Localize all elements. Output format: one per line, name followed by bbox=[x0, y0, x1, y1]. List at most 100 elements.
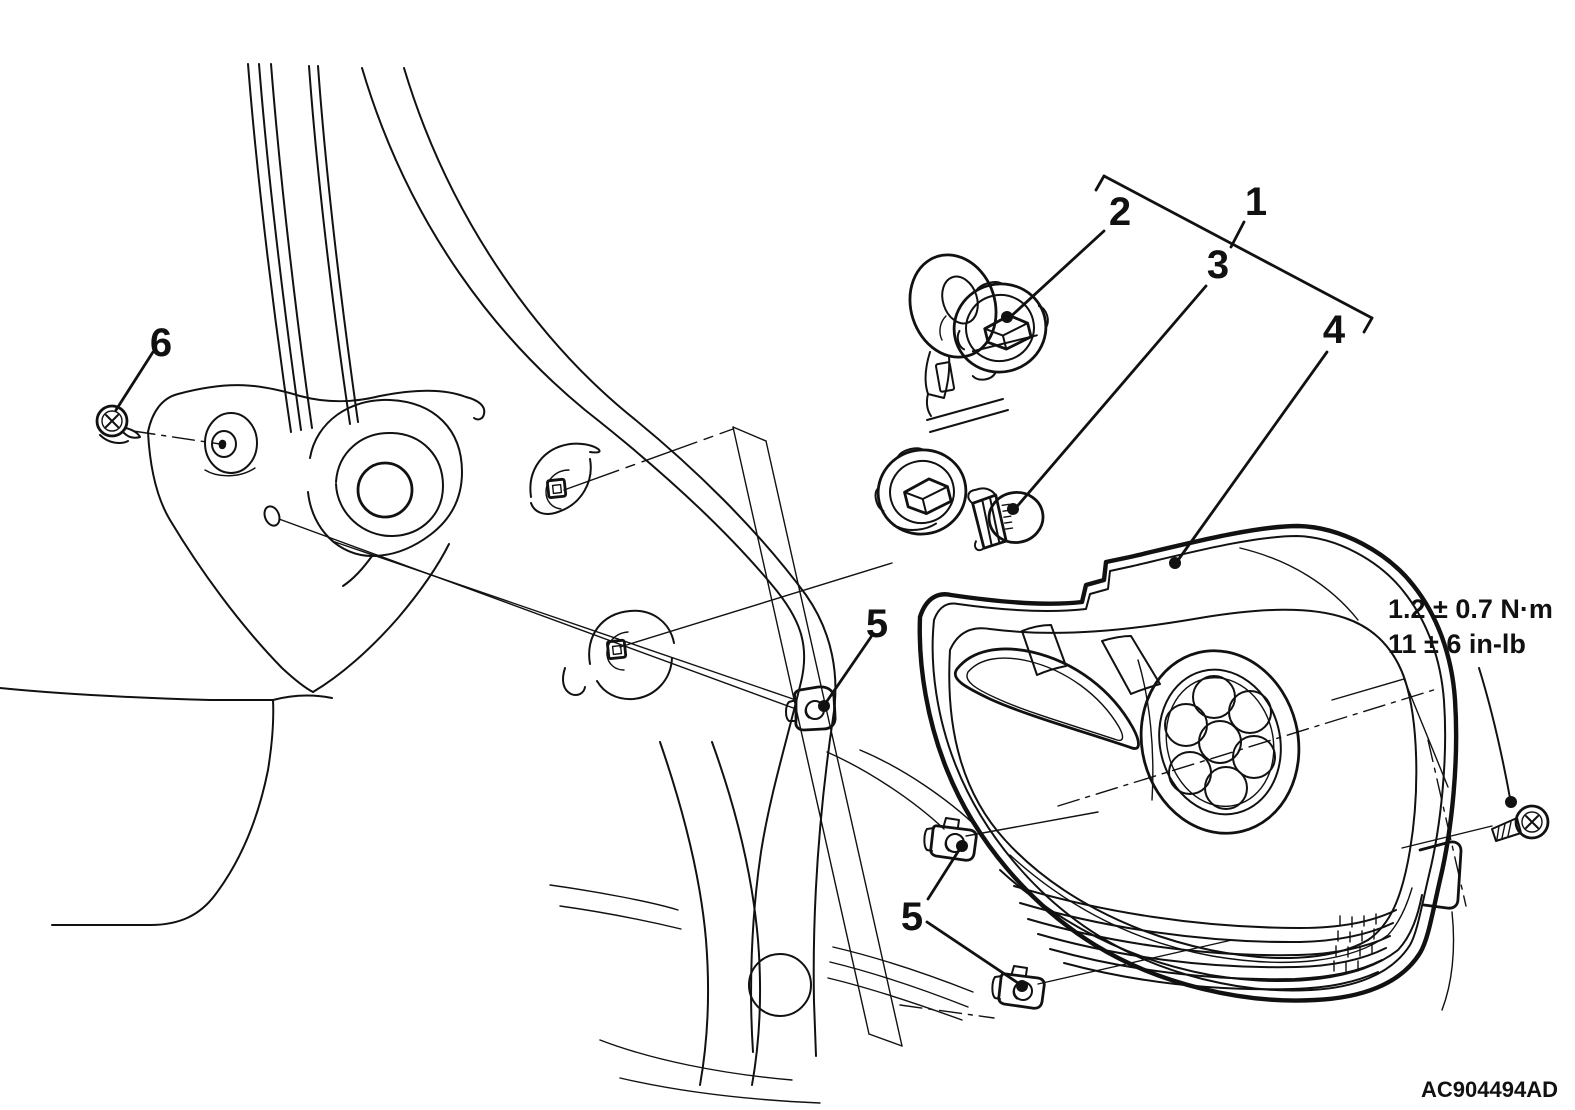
body-structure-drawing bbox=[0, 63, 979, 1104]
clip-flange bbox=[923, 827, 935, 852]
lamp-strap bbox=[1101, 635, 1161, 695]
callout-2-label: 2 bbox=[1109, 190, 1131, 234]
torque-leader-dot bbox=[1505, 796, 1517, 808]
lamp-bottom-contour bbox=[1009, 854, 1413, 963]
lens-slat bbox=[1049, 948, 1383, 981]
recess-lip-arc bbox=[204, 467, 256, 477]
callout1-bracket bbox=[1102, 174, 1374, 320]
harness-strap-line bbox=[929, 409, 1009, 433]
callout1-bracket-tick bbox=[1094, 174, 1106, 192]
lower-bulb-socket bbox=[874, 447, 968, 536]
bayonet-tab bbox=[971, 371, 997, 381]
callout1-bracket-tick bbox=[1362, 316, 1374, 334]
clip-hole1-square bbox=[546, 477, 568, 499]
quarter-panel-edge bbox=[403, 67, 837, 1057]
callout-5-top-label: 5 bbox=[866, 602, 888, 646]
socket-connector-box-edges bbox=[983, 322, 1029, 351]
section-plane-right-edge bbox=[765, 440, 903, 1047]
screw-threads bbox=[1496, 821, 1512, 840]
callout-1-label: 1 bbox=[1245, 180, 1267, 224]
section-plane-right-lower bbox=[1441, 911, 1455, 1011]
lens-slat bbox=[1013, 885, 1397, 929]
lens-slat bbox=[1027, 918, 1391, 957]
bulb-base-flange-bottom bbox=[973, 540, 986, 552]
socket-ring-inner bbox=[965, 293, 1035, 363]
inner-panel-top-edge bbox=[147, 384, 467, 433]
hole-recess-ring bbox=[335, 431, 444, 538]
callout3-leader bbox=[1012, 284, 1208, 512]
panel-edge-lower-a bbox=[659, 741, 709, 1086]
callout5-bottom-dot-b bbox=[1016, 980, 1028, 992]
screw-head bbox=[1514, 804, 1550, 840]
pillar-line bbox=[247, 63, 292, 433]
small-oval-hole bbox=[263, 505, 281, 527]
screw-hole-center bbox=[218, 439, 227, 450]
lower-centerline bbox=[899, 1004, 995, 1019]
bayonet-tab bbox=[874, 487, 885, 512]
figure-code: AC904494AD bbox=[1421, 1077, 1558, 1102]
clip-top-tab bbox=[943, 817, 960, 828]
lamp-inner-contour bbox=[931, 535, 1447, 992]
bulb-base-facets bbox=[981, 496, 1001, 547]
clip-hole2-square bbox=[606, 638, 628, 660]
lamp-bezel-frame bbox=[948, 608, 1418, 959]
panel-notch-curl bbox=[562, 667, 586, 697]
callout-5-bottom-label: 5 bbox=[901, 895, 923, 939]
cluster-lens bbox=[1168, 751, 1212, 795]
callout2-dot bbox=[1001, 311, 1013, 323]
lens-slat bbox=[1063, 962, 1379, 991]
housing-boss bbox=[1418, 840, 1463, 910]
panel-edge-curl bbox=[465, 396, 486, 421]
socket-connector-box-edges bbox=[903, 485, 949, 515]
socket-ring-inner bbox=[889, 459, 955, 525]
callout-3-label: 3 bbox=[1207, 243, 1229, 287]
clip-top-tab bbox=[1011, 965, 1028, 976]
pillar-line bbox=[317, 65, 359, 423]
bayonet-tab bbox=[956, 329, 966, 351]
panel-edge-to-clip bbox=[859, 749, 979, 829]
clip-hole1-inner-arc bbox=[545, 469, 570, 510]
panel-round-hole bbox=[748, 953, 812, 1017]
bulb-filament-ticks bbox=[1001, 503, 1014, 530]
screw-tip bbox=[123, 427, 141, 439]
callout-6-label: 6 bbox=[150, 321, 172, 365]
diagram-text: 1 2 3 4 5 5 6 1.2 ± 0.7 N·m 11 ± 6 in-lb… bbox=[150, 180, 1558, 1102]
large-mount-hole bbox=[356, 461, 414, 519]
oval-to-clip-line bbox=[278, 518, 797, 710]
phillips-slot bbox=[105, 414, 119, 428]
torque-leader bbox=[1478, 667, 1511, 799]
callout-4-label: 4 bbox=[1323, 308, 1346, 352]
lower-panel-curve bbox=[832, 946, 974, 993]
cluster-ring bbox=[1158, 668, 1282, 816]
clip-hole2-reference-line bbox=[619, 562, 893, 648]
callout1-leader bbox=[1229, 220, 1246, 249]
clip-flange bbox=[991, 975, 1003, 1000]
reference-lines bbox=[278, 428, 1493, 985]
pillar-line bbox=[308, 65, 351, 425]
arch-inner-line bbox=[559, 905, 682, 930]
socket-ring-outer bbox=[876, 448, 968, 536]
lamp-leaf-opening-outer bbox=[953, 647, 1140, 750]
callout5-bottom-dot-a bbox=[956, 840, 968, 852]
lamp-lens-slats bbox=[1013, 885, 1397, 991]
screw-head-inner bbox=[1521, 811, 1543, 833]
clip-hole2-inner-arc bbox=[606, 631, 629, 671]
clip-hole1-ring-a bbox=[529, 442, 601, 498]
lens-slat bbox=[1037, 933, 1387, 969]
screw-6 bbox=[95, 404, 141, 444]
cluster-lens bbox=[1164, 703, 1208, 747]
socket-ring-outer bbox=[952, 282, 1048, 374]
screw-head bbox=[95, 404, 129, 438]
bayonet-tab bbox=[975, 281, 1004, 292]
bottom-panel-curve bbox=[599, 1039, 793, 1081]
callout5-bottom-leader-b bbox=[925, 920, 1023, 987]
arch-inner-line bbox=[549, 884, 679, 911]
screw-head-inner bbox=[101, 410, 123, 432]
callout3-dot bbox=[1007, 503, 1019, 515]
retainer-clip-mid bbox=[923, 817, 978, 862]
bottom-panel-curve bbox=[619, 1077, 821, 1104]
socket-connector-box bbox=[903, 477, 953, 515]
socket-lower-lip bbox=[896, 522, 938, 531]
pillar-line bbox=[258, 63, 302, 431]
torque-spec-imperial: 11 ± 6 in-lb bbox=[1388, 629, 1526, 659]
